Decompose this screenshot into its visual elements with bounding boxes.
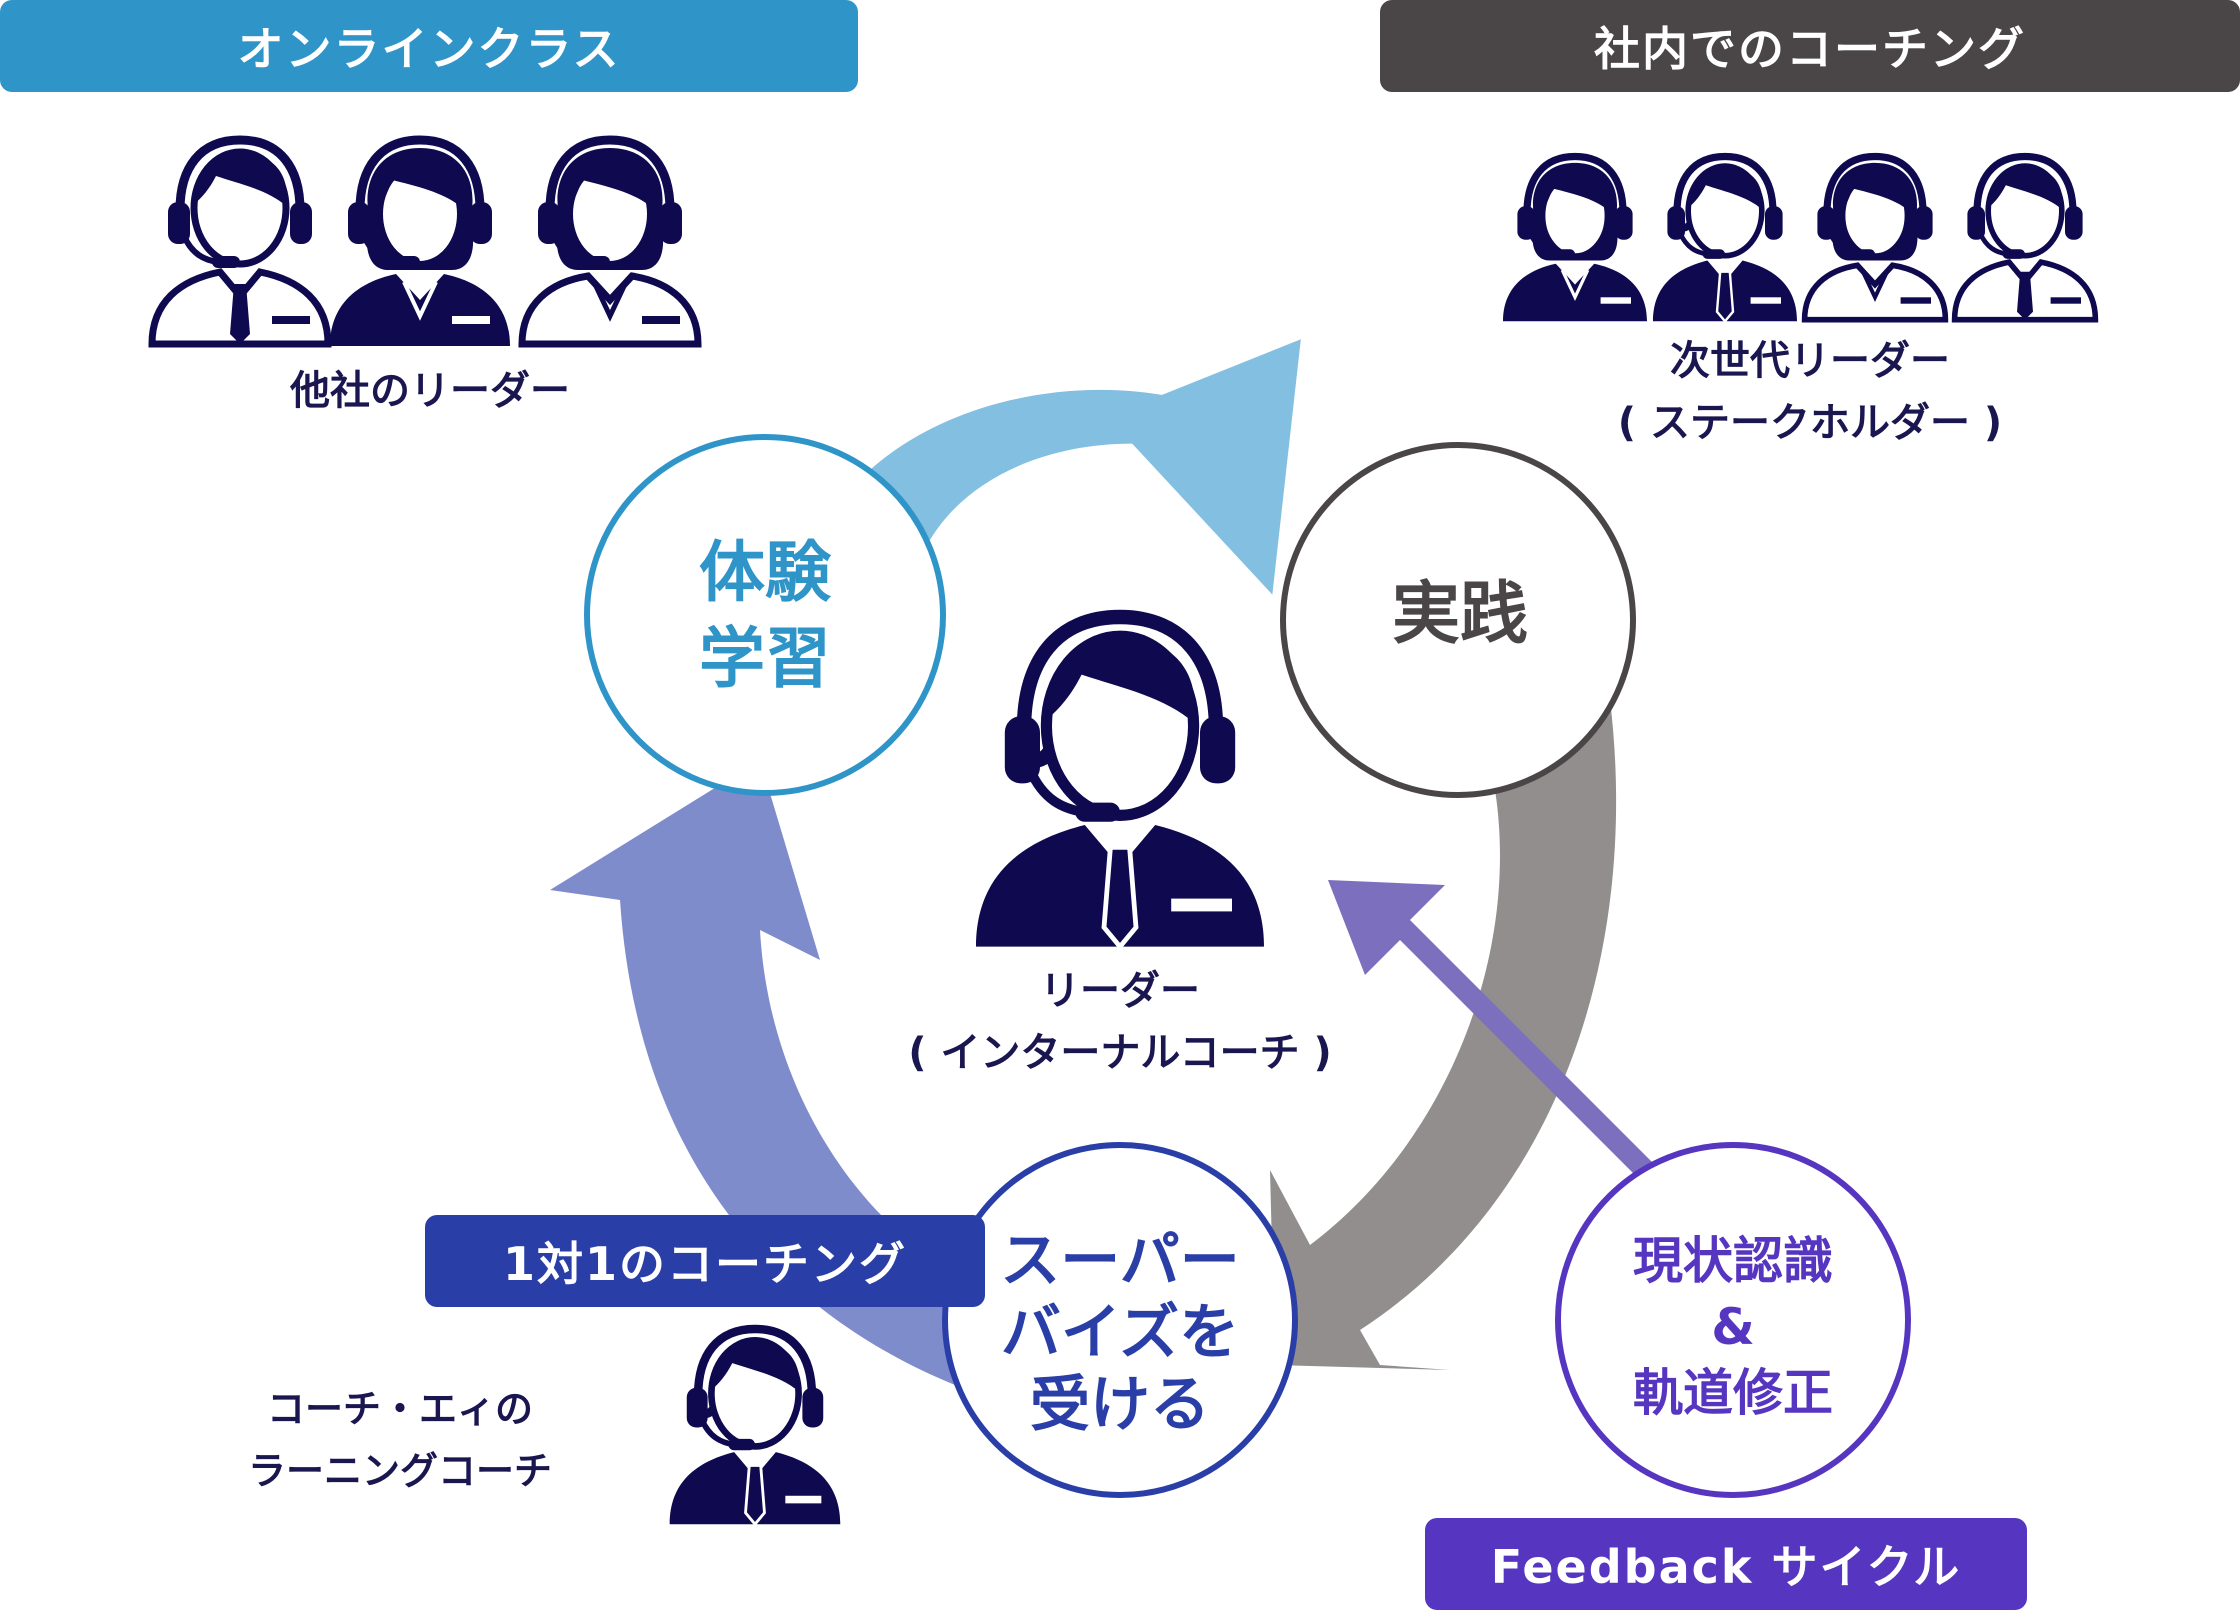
node-experiential-text: 体験 学習 (640, 530, 890, 702)
internal-person-2-icon (1653, 157, 1797, 322)
arrow-practice-to-supervision (1270, 700, 1617, 1370)
caption-coach-line1: コーチ・エィの (266, 1387, 533, 1431)
internal-person-4-icon (1955, 157, 2096, 320)
caption-coach-line2: ラーニングコーチ (247, 1449, 552, 1493)
arrow-experience-to-practice (870, 339, 1301, 595)
banner-internal-coaching: 社内でのコーチング (1380, 0, 2240, 92)
node-supervision-line3: 受ける (1030, 1370, 1210, 1440)
node-supervision-text: スーパー バイズを 受ける (975, 1225, 1265, 1441)
node-practice-line1: 実践 (1391, 575, 1528, 654)
caption-center-line1: リーダー (1040, 968, 1200, 1014)
caption-center-line2: ( インターナルコーチ ) (908, 1030, 1332, 1076)
caption-center-leader: リーダー ( インターナルコーチ ) (880, 960, 1360, 1084)
node-experiential-circle (584, 434, 946, 796)
caption-next-gen-line1: 次世代リーダー (1670, 338, 1950, 384)
node-awareness-line1: 現状認識 (1633, 1232, 1833, 1290)
online-person-1-icon (152, 140, 328, 344)
node-experiential-line2: 学習 (699, 620, 831, 697)
node-awareness-line2: & (1711, 1298, 1755, 1356)
caption-next-gen-line2: ( ステークホルダー ) (1617, 400, 2003, 446)
arrow-feedback-to-leader (1328, 880, 1700, 1230)
node-practice-text: 実践 (1330, 570, 1590, 660)
node-experiential-line1: 体験 (699, 534, 831, 611)
banner-one-on-one: 1対1のコーチング (425, 1215, 985, 1307)
node-supervision-line2: バイズを (1000, 1298, 1240, 1368)
caption-learning-coach: コーチ・エィの ラーニングコーチ (210, 1378, 590, 1502)
internal-person-3-icon (1805, 157, 1946, 320)
center-leader-icon (976, 617, 1264, 947)
banner-online-class: オンラインクラス (0, 0, 858, 92)
caption-other-leaders: 他社のリーダー (290, 368, 570, 414)
caption-next-gen: 次世代リーダー ( ステークホルダー ) (1560, 330, 2060, 454)
learning-coach-icon (670, 1329, 841, 1524)
node-awareness-text: 現状認識 & 軌道修正 (1588, 1228, 1878, 1426)
internal-person-1-icon (1503, 157, 1647, 322)
node-supervision-line1: スーパー (1000, 1226, 1240, 1296)
node-awareness-line3: 軌道修正 (1633, 1364, 1833, 1422)
node-awareness-circle (1555, 1142, 1911, 1498)
banner-feedback-cycle: Feedback サイクル (1425, 1518, 2027, 1610)
online-person-2-icon (330, 140, 510, 346)
node-practice-circle (1280, 442, 1636, 798)
online-person-3-icon (522, 140, 698, 344)
node-supervision-circle (942, 1142, 1298, 1498)
